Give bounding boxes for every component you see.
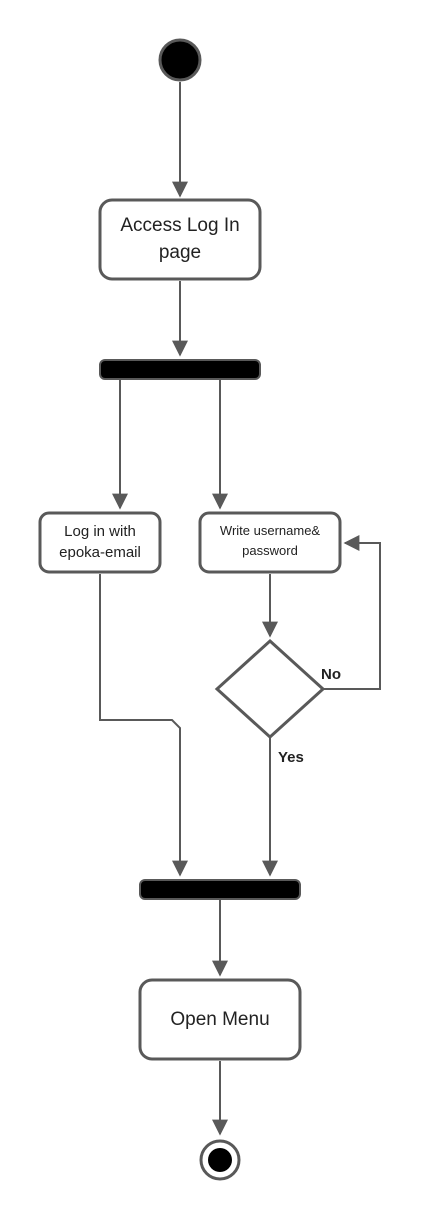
action-access-login-page: Access Log In page [98,198,262,281]
final-node [199,1139,241,1181]
fork-bar [99,359,261,380]
action-menu-label: Open Menu [170,1009,269,1030]
action-epoka-label-line2: epoka-email [59,544,141,561]
edge-label-no: No [321,666,341,683]
action-write-credentials: Write username& password [198,511,342,574]
action-write-label-line1: Write username& [220,523,321,538]
edge-label-yes: Yes [278,749,304,766]
initial-node [158,38,202,82]
decision-node [214,638,326,740]
join-bar [139,879,301,900]
action-access-label-line2: page [159,242,201,263]
action-login-epoka-email: Log in with epoka-email [38,511,162,574]
action-epoka-label-line1: Log in with [64,523,136,540]
edge-decision-no-loop [323,535,381,690]
action-write-label-line2: password [242,543,298,558]
action-open-menu: Open Menu [138,978,302,1061]
edge-epoka-to-join [99,574,188,877]
action-access-label-line1: Access Log In [120,215,239,236]
